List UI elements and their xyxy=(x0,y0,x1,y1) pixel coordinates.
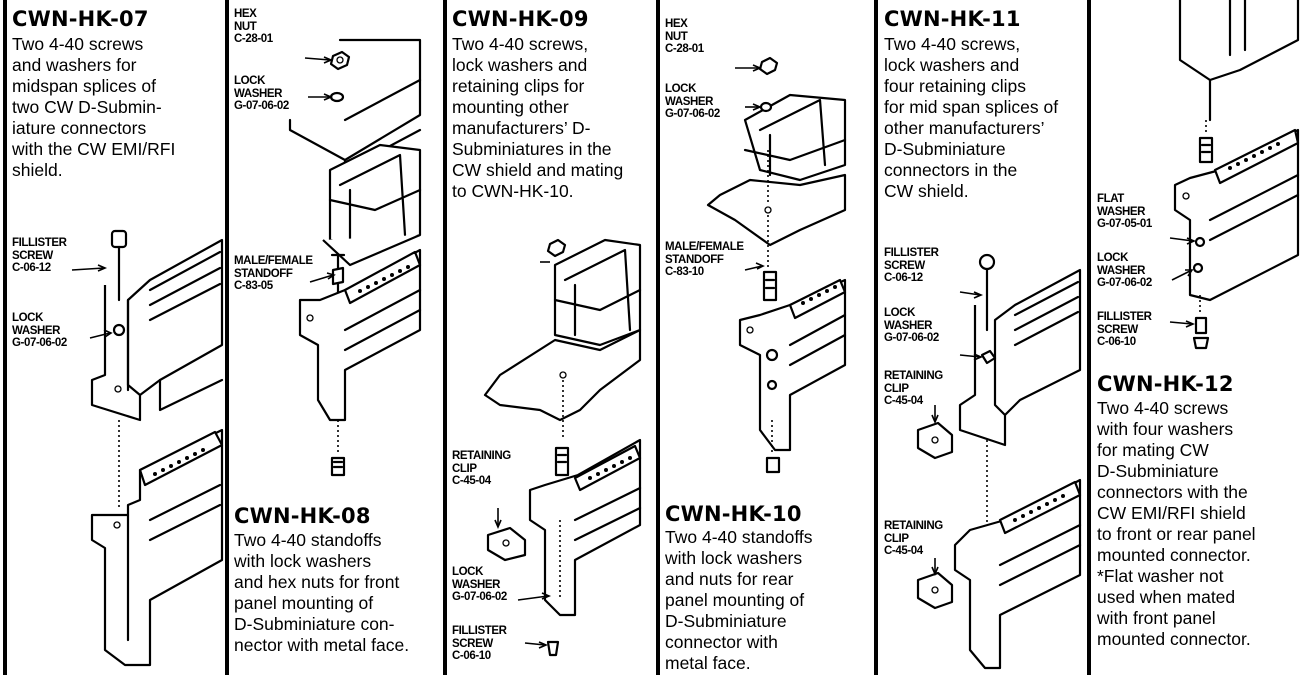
part-label: LOCK WASHER G-07-06-02 xyxy=(884,307,939,344)
part-label: LOCK WASHER G-07-06-02 xyxy=(234,75,289,112)
hk08-drawing xyxy=(288,38,422,477)
kit-title: CWN-HK-11 xyxy=(884,7,1021,31)
part-label: HEX NUT C-28-01 xyxy=(234,8,273,45)
kit-title: CWN-HK-09 xyxy=(452,7,589,31)
part-label: RETAINING CLIP C-45-04 xyxy=(452,450,511,487)
part-label: MALE/FEMALE STANDOFF C-83-05 xyxy=(234,255,313,292)
part-label: RETAINING CLIP C-45-04 xyxy=(884,370,943,407)
hk10-drawing xyxy=(706,56,847,474)
part-label: LOCK WASHER G-07-06-02 xyxy=(665,83,720,120)
kit-description: Two 4-40 screws and washers for midspan … xyxy=(12,34,176,180)
part-label: LOCK WASHER G-07-06-02 xyxy=(452,566,507,603)
column-divider xyxy=(1087,0,1091,675)
hk07-drawing xyxy=(71,229,224,667)
column-divider xyxy=(874,0,878,675)
part-label: FILLISTER SCREW C-06-10 xyxy=(452,625,507,662)
hk12-drawing xyxy=(1169,0,1300,350)
column-divider xyxy=(443,0,447,675)
kit-title: CWN-HK-07 xyxy=(12,7,149,31)
part-label: LOCK WASHER G-07-06-02 xyxy=(1097,252,1152,289)
kit-description: Two 4-40 screws, lock washers and retain… xyxy=(452,34,624,201)
hk09-drawing xyxy=(483,238,642,657)
part-label: RETAINING CLIP C-45-04 xyxy=(884,520,943,557)
kit-description: Two 4-40 standoffs with lock washers and… xyxy=(665,527,813,673)
kit-title: CWN-HK-08 xyxy=(234,504,371,528)
part-label: HEX NUT C-28-01 xyxy=(665,18,704,55)
part-label: FLAT WASHER G-07-05-01 xyxy=(1097,193,1152,230)
part-label: FILLISTER SCREW C-06-12 xyxy=(12,237,67,274)
kit-description: Two 4-40 standoffs with lock washers and… xyxy=(234,530,410,655)
part-label: FILLISTER SCREW C-06-10 xyxy=(1097,311,1152,348)
part-label: FILLISTER SCREW C-06-12 xyxy=(884,247,939,284)
kit-title: CWN-HK-10 xyxy=(665,502,802,526)
kit-title: CWN-HK-12 xyxy=(1097,372,1234,396)
column-divider xyxy=(3,0,7,675)
kit-description: Two 4-40 screws with four washers for ma… xyxy=(1097,398,1256,649)
hk11-drawing xyxy=(916,253,1082,670)
column-divider xyxy=(656,0,660,675)
kit-description: Two 4-40 screws, lock washers and four r… xyxy=(884,34,1059,201)
part-label: LOCK WASHER G-07-06-02 xyxy=(12,312,67,349)
part-label: MALE/FEMALE STANDOFF C-83-10 xyxy=(665,241,744,278)
column-divider xyxy=(225,0,229,675)
